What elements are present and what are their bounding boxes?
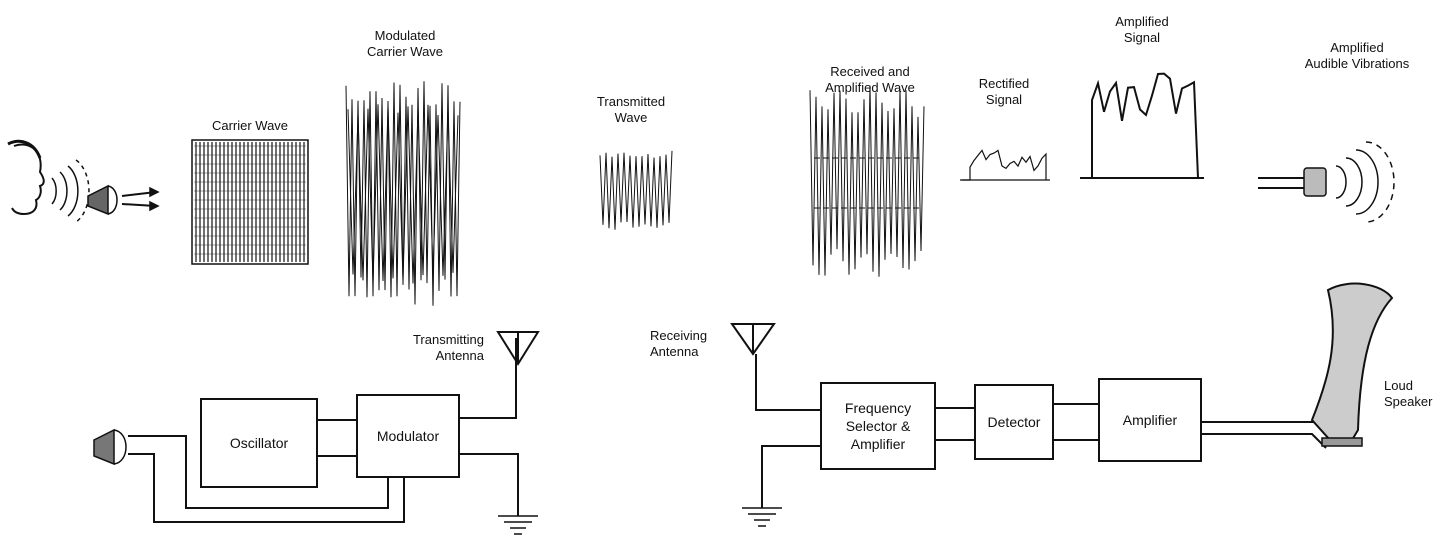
transmitted-wave-label-line1: Transmitted	[596, 94, 666, 109]
modulator-block: Modulator	[356, 394, 460, 478]
modulated-wave-label: Modulated Carrier Wave	[340, 28, 470, 60]
frequency-selector-block: Frequency Selector & Amplifier	[820, 382, 936, 470]
amplified-signal-trace	[1091, 72, 1199, 179]
loudspeaker-horn-icon	[1310, 282, 1394, 441]
ground-icon	[498, 515, 538, 535]
transmitting-antenna-label: Transmitting Antenna	[380, 332, 484, 364]
amplifier-block: Amplifier	[1098, 378, 1202, 462]
oscillator-block: Oscillator	[200, 398, 318, 488]
rectified-signal-label: Rectified Signal	[956, 76, 1052, 108]
transmitting-antenna-label-line1: Transmitting	[412, 332, 484, 347]
frequency-selector-line1: Frequency	[844, 400, 912, 416]
loud-speaker-label: Loud Speaker	[1384, 378, 1440, 410]
detector-block: Detector	[974, 384, 1054, 460]
modulated-wave-label-line2: Carrier Wave	[366, 44, 444, 59]
amplified-signal-label-line1: Amplified	[1115, 14, 1169, 29]
microphone-icon-2	[93, 428, 115, 466]
modulated-wave-label-line1: Modulated	[374, 28, 436, 43]
amplified-signal-label: Amplified Signal	[1094, 14, 1190, 46]
modulated-wave-trace	[345, 81, 461, 306]
receiving-antenna-label: Receiving Antenna	[650, 328, 740, 360]
transmitted-wave-trace	[599, 150, 673, 230]
rectified-signal-label-line2: Signal	[985, 92, 1023, 107]
transmitted-wave-label-line2: Wave	[614, 110, 648, 125]
microphone-icon	[87, 184, 109, 216]
speaking-face-icon	[11, 143, 45, 216]
modulated-wave-trace-2	[347, 104, 459, 284]
receiving-antenna-label-line1: Receiving	[650, 328, 708, 343]
received-wave-label-line1: Received and	[830, 64, 910, 79]
transmitting-antenna-label-line2: Antenna	[435, 348, 484, 363]
transmitted-wave-label: Transmitted Wave	[576, 94, 686, 126]
rectified-signal-trace	[962, 149, 1047, 181]
carrier-wave-label: Carrier Wave	[211, 118, 289, 133]
antenna-icon-2	[730, 323, 776, 356]
audible-vibrations-label: Amplified Audible Vibrations	[1282, 40, 1432, 72]
ground-icon-2	[742, 507, 782, 527]
amplified-signal-label-line2: Signal	[1123, 30, 1161, 45]
loud-speaker-label-line2: Speaker	[1384, 394, 1433, 409]
earphone-icon	[1303, 167, 1327, 197]
receiving-antenna-label-line2: Antenna	[650, 344, 699, 359]
rectified-signal-label-line1: Rectified	[978, 76, 1030, 91]
received-wave-label: Received and Amplified Wave	[800, 64, 940, 96]
antenna-icon	[496, 331, 540, 366]
frequency-selector-line2: Selector &	[845, 418, 911, 434]
loud-speaker-label-line1: Loud	[1384, 378, 1413, 393]
carrier-wave-box	[191, 139, 309, 265]
audible-vibrations-label-line2: Audible Vibrations	[1304, 56, 1410, 71]
frequency-selector-line3: Amplifier	[850, 436, 906, 452]
received-wave-trace	[809, 85, 925, 277]
received-wave-label-line2: Amplified Wave	[825, 80, 915, 95]
audible-vibrations-label-line1: Amplified	[1330, 40, 1384, 55]
